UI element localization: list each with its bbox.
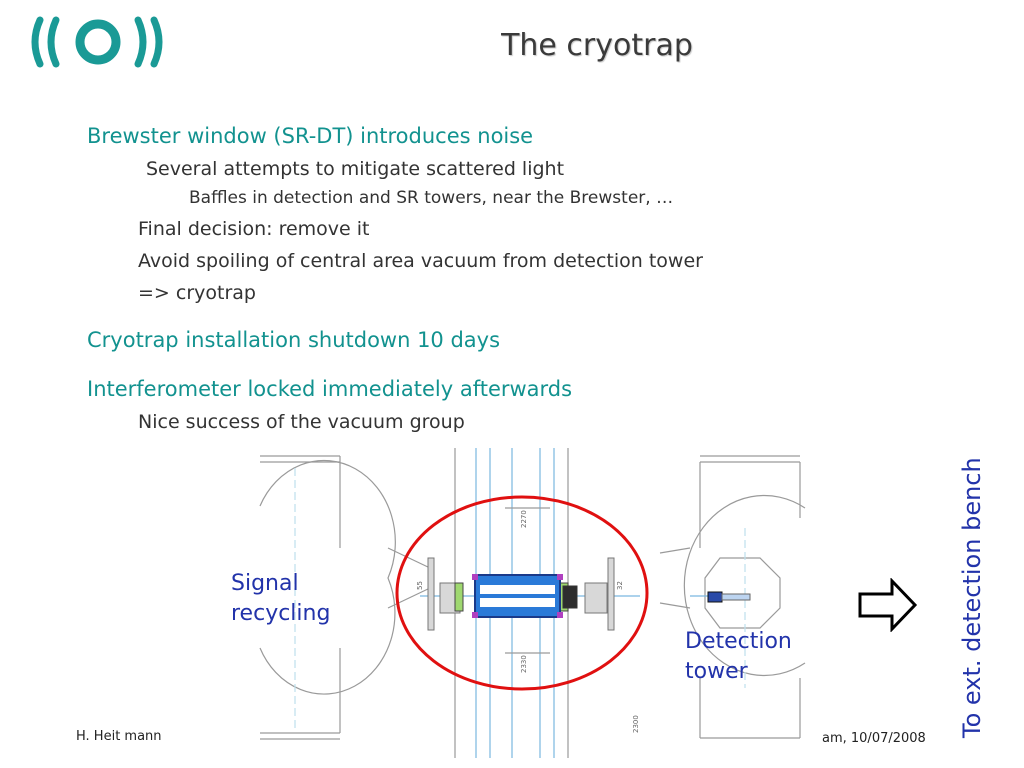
slide-title: The cryotrap xyxy=(501,28,693,63)
footer-right: am, 10/07/2008 xyxy=(822,731,926,746)
bullet-text: Several attempts to mitigate scattered l… xyxy=(146,158,565,180)
bullet-text: Avoid spoiling of central area vacuum fr… xyxy=(138,250,703,272)
signal-label-line: Signal xyxy=(231,571,299,596)
ext-detection-bench-label: To ext. detection bench xyxy=(958,457,986,738)
signal-recycling-label: Signal recycling xyxy=(231,569,330,629)
dimension-label: 2300 xyxy=(632,715,640,733)
highlight-ellipse xyxy=(395,495,649,691)
dimension-label: 2270 xyxy=(520,510,528,528)
bullet-text: Cryotrap installation shutdown 10 days xyxy=(87,328,501,352)
bullet-text: Final decision: remove it xyxy=(138,218,370,240)
detection-label-line: Detection xyxy=(685,629,792,654)
footer-left: H. Heit mann xyxy=(76,729,162,744)
dimension-label: 2330 xyxy=(520,655,528,673)
dimension-label: 32 xyxy=(616,581,624,590)
bullet-text: Brewster window (SR-DT) introduces noise xyxy=(87,124,534,148)
tower-label-line: tower xyxy=(685,659,748,684)
cryotrap-drawing: 2270 2330 2300 55 32 xyxy=(259,448,806,758)
virgo-logo xyxy=(31,16,163,68)
bullet-text: Interferometer locked immediately afterw… xyxy=(87,377,573,401)
dimension-label: 55 xyxy=(416,581,424,590)
detection-tower-label: Detection tower xyxy=(685,627,792,687)
bullet-text: Baffles in detection and SR towers, near… xyxy=(189,188,674,208)
recycling-label-line: recycling xyxy=(231,601,331,626)
bullet-text: Nice success of the vacuum group xyxy=(138,411,465,433)
bullet-text: => cryotrap xyxy=(138,282,256,304)
right-arrow-icon xyxy=(858,578,918,632)
